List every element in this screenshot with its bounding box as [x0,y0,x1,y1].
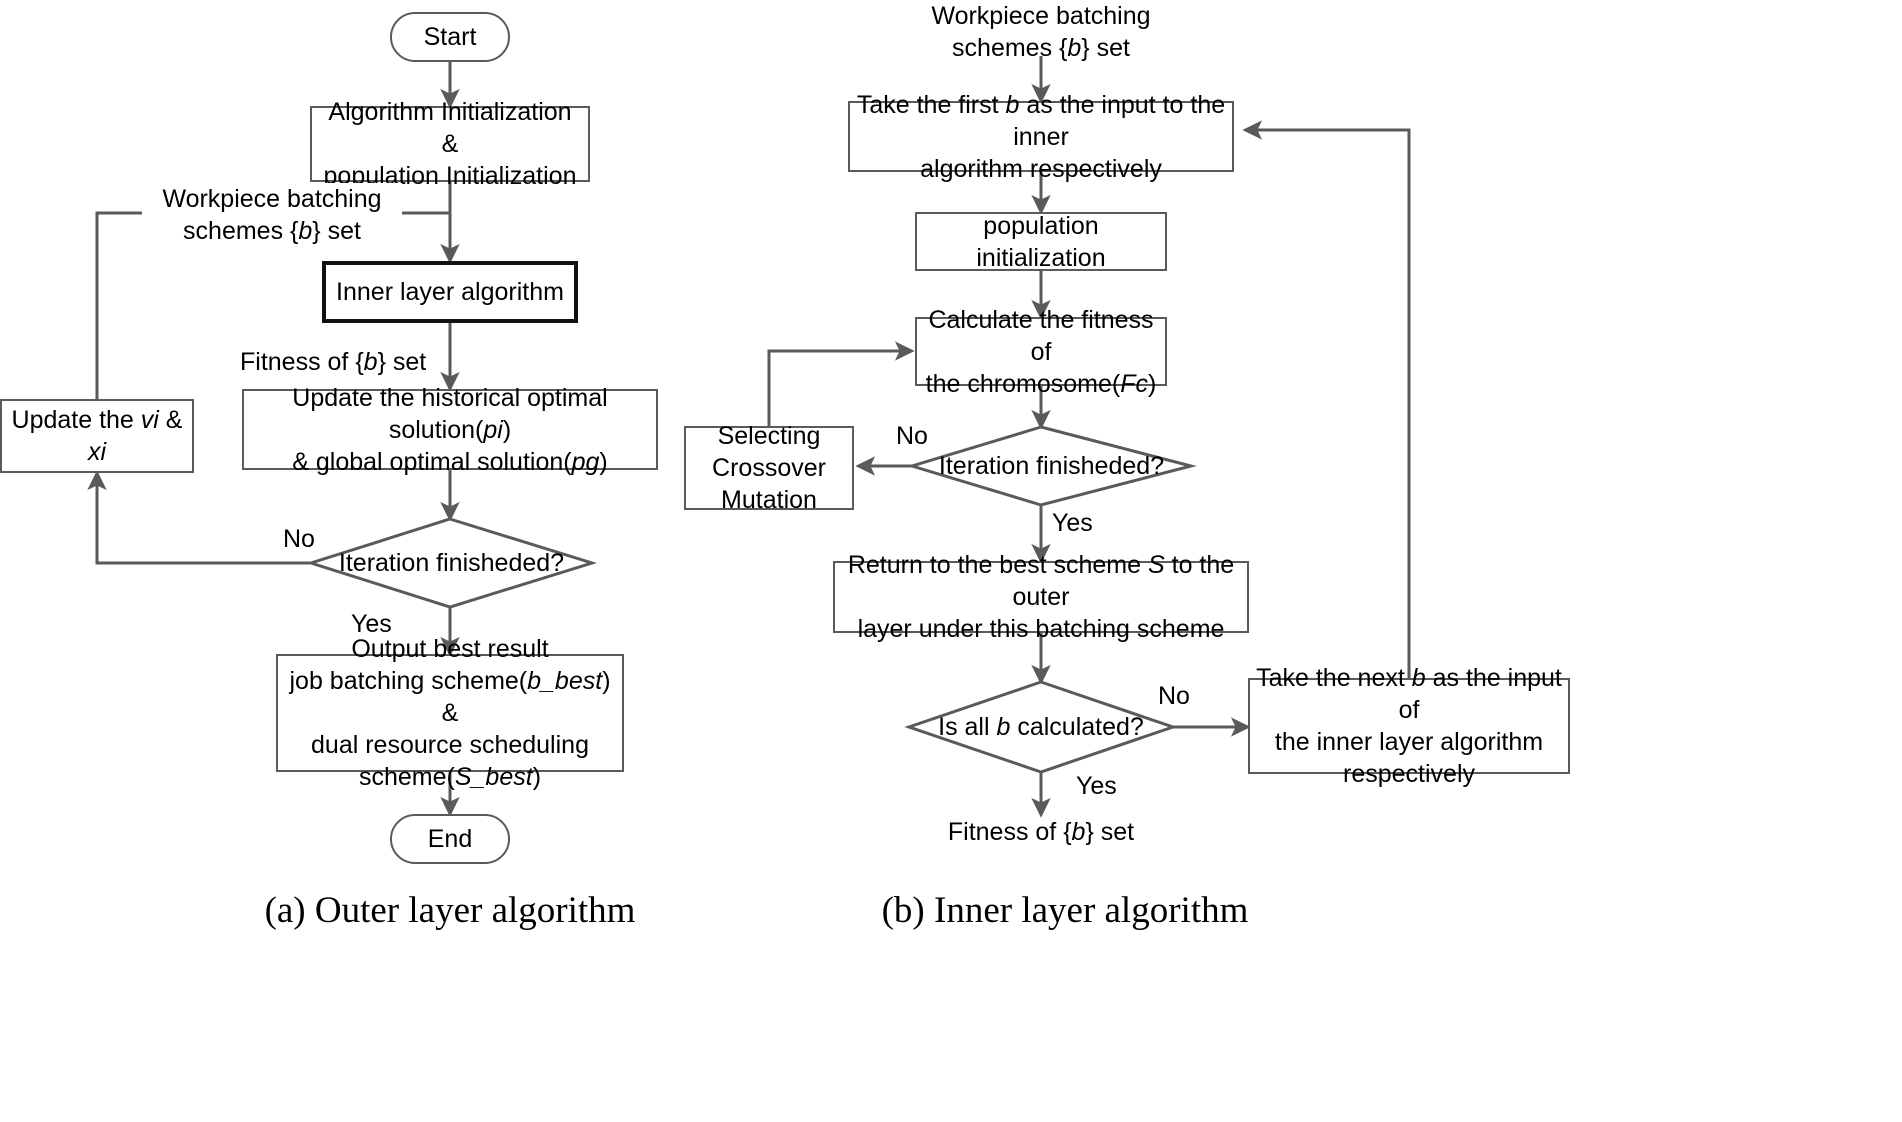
caption-outer-layer: (a) Outer layer algorithm [264,890,636,931]
node-update-optimal-solution-label: Update the historical optimal solution(p… [292,383,608,476]
edge-scm-to-calc-fitness [767,341,915,426]
edge-decision-no-to-update-vx [87,470,311,565]
node-end[interactable]: End [390,814,510,864]
edge-label-no-outer: No [283,525,315,553]
node-start[interactable]: Start [390,12,510,62]
edge-label-no-inner-iteration: No [896,422,928,450]
edge-label-fitness-of-b-outer: Fitness of {b} set [240,348,427,376]
decision-shape-outer-iteration [306,517,598,609]
edge-label-yes-all-b: Yes [1076,772,1117,800]
node-update-vi-xi[interactable]: Update the vi & xi [0,399,194,473]
edge-label-no-all-b: No [1158,682,1190,710]
node-take-first-b[interactable]: Take the first b as the input to the inn… [848,91,1234,183]
decision-shape-is-all-b [904,680,1178,774]
node-inner-layer-algorithm[interactable]: Inner layer algorithm [322,261,578,323]
edge-take-next-b-to-take-first-b [1242,120,1411,678]
node-update-vi-xi-label: Update the vi & xi [11,406,183,466]
node-population-initialization[interactable]: population initialization [915,212,1167,272]
node-return-best-scheme-label: Return to the best scheme S to the outer… [847,551,1235,643]
node-algorithm-initialization[interactable]: Algorithm Initialization &population Ini… [310,98,590,190]
edge-label-yes-inner-iteration: Yes [1052,509,1093,537]
node-update-optimal-solution[interactable]: Update the historical optimal solution(p… [242,384,658,476]
decision-shape-inner-iteration [906,425,1197,507]
node-return-best-scheme[interactable]: Return to the best scheme S to the outer… [833,551,1249,643]
label-output-fitness-of-b-inner: Fitness of {b} set [947,818,1135,846]
node-algorithm-initialization-label: Algorithm Initialization &population Ini… [323,98,577,190]
edge-label-yes-outer: Yes [351,610,392,638]
node-take-first-b-label: Take the first b as the input to the inn… [856,90,1226,183]
caption-inner-layer: (b) Inner layer algorithm [881,890,1249,931]
